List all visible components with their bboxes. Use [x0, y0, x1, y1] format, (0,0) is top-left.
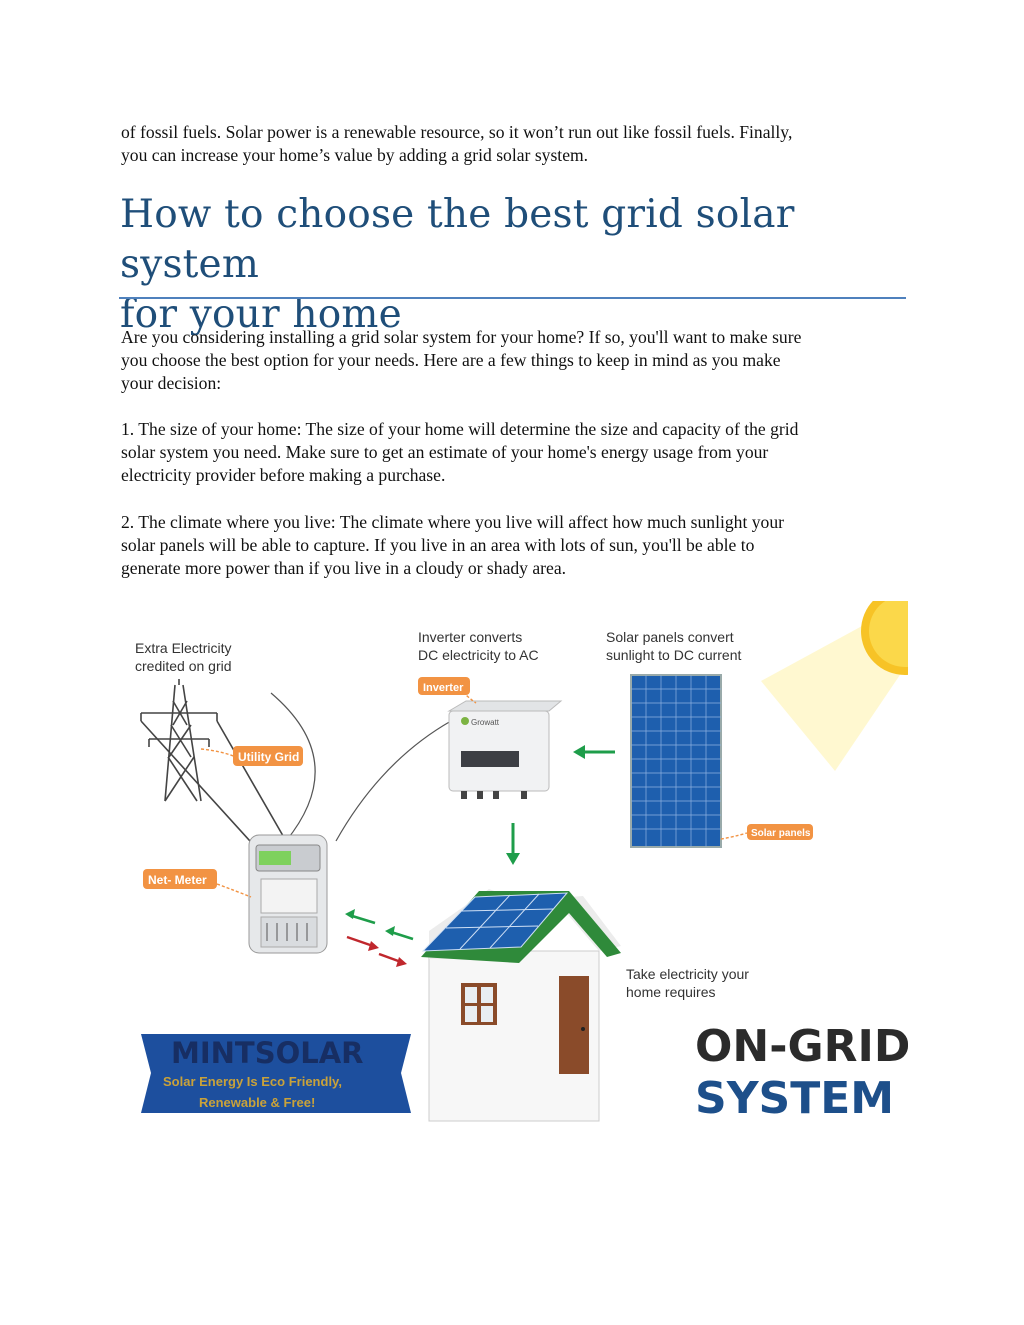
solar-convert-label: sunlight to DC current — [606, 647, 742, 663]
take-electricity-label: Take electricity your — [626, 966, 749, 982]
paragraph-considering: Are you considering installing a grid so… — [121, 326, 911, 395]
solar-panel-icon — [630, 674, 722, 848]
paragraph-home-size: 1. The size of your home: The size of yo… — [121, 418, 911, 487]
mintsolar-banner: MINTSOLAR Solar Energy Is Eco Friendly, … — [141, 1034, 411, 1113]
inverter-converts-label: DC electricity to AC — [418, 647, 539, 663]
text-line: 2. The climate where you live: The clima… — [121, 512, 785, 532]
text-line: solar system you need. Make sure to get … — [121, 442, 769, 462]
net-meter-icon — [248, 834, 328, 954]
system-title-line2: SYSTEM — [695, 1073, 894, 1124]
text-line: you choose the best option for your need… — [121, 350, 781, 370]
extra-electricity-label: Extra Electricity — [135, 640, 231, 656]
text-line: Are you considering installing a grid so… — [121, 327, 802, 347]
text-line: solar panels will be able to capture. If… — [121, 535, 755, 555]
heading-line: How to choose the best grid solar system — [120, 192, 795, 287]
inverter-tag — [418, 677, 470, 695]
on-grid-system-diagram: Extra Electricity credited on grid Inver… — [121, 601, 908, 1125]
solar-panels-tag — [747, 824, 813, 840]
transmission-tower-icon — [140, 679, 287, 852]
net-meter-tag-label: Net- Meter — [148, 873, 207, 887]
system-title-line1: ON-GRID — [695, 1021, 908, 1072]
text-line: of fossil fuels. Solar power is a renewa… — [121, 122, 793, 142]
utility-grid-tag — [233, 746, 303, 766]
heading-line: for your home — [120, 292, 402, 337]
solar-panels-tag-label: Solar panels — [751, 828, 811, 839]
text-line: 1. The size of your home: The size of yo… — [121, 419, 799, 439]
section-heading: How to choose the best grid solar system… — [120, 190, 910, 340]
import-arrow-icon — [346, 935, 407, 967]
brand-tagline: Solar Energy Is Eco Friendly, — [163, 1074, 342, 1089]
inverter-icon: Growatt — [447, 700, 563, 799]
utility-grid-tag-label: Utility Grid — [238, 750, 299, 764]
intro-paragraph: of fossil fuels. Solar power is a renewa… — [121, 121, 911, 167]
arrow-down-icon — [506, 823, 520, 865]
house-icon — [421, 889, 621, 1122]
inverter-converts-label: Inverter converts — [418, 629, 522, 645]
solar-convert-label: Solar panels convert — [606, 629, 734, 645]
arrow-left-icon — [573, 745, 615, 759]
inverter-tag-label: Inverter — [423, 682, 464, 694]
net-meter-tag — [143, 869, 217, 889]
heading-underline — [119, 297, 906, 299]
brand-name: MINTSOLAR — [171, 1036, 364, 1070]
text-line: electricity provider before making a pur… — [121, 465, 446, 485]
take-electricity-label: home requires — [626, 984, 716, 1000]
export-arrow-icon — [345, 909, 414, 941]
sun-icon — [761, 601, 908, 771]
brand-tagline: Renewable & Free! — [199, 1095, 315, 1110]
paragraph-climate: 2. The climate where you live: The clima… — [121, 511, 911, 580]
text-line: you can increase your home’s value by ad… — [121, 145, 589, 165]
inverter-brand-logo: Growatt — [471, 718, 500, 727]
text-line: generate more power than if you live in … — [121, 558, 567, 578]
extra-electricity-label: credited on grid — [135, 658, 232, 674]
text-line: your decision: — [121, 373, 222, 393]
